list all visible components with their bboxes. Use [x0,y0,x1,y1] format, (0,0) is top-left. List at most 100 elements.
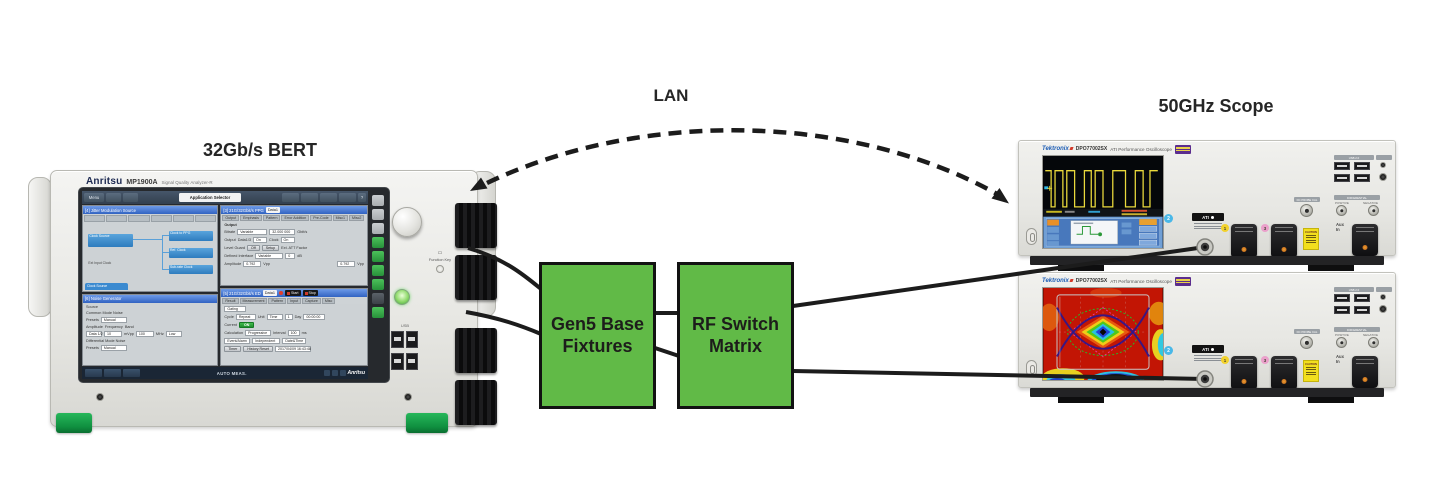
data12-checkbox[interactable]: Data 1/2 [86,330,103,337]
switch-label-line2: Matrix [708,335,762,356]
scope-power-button[interactable] [1026,360,1037,377]
usb-port[interactable] [405,331,418,348]
gating-select[interactable]: Gating [224,306,247,313]
amplitude-field-2[interactable]: 0.792 [337,261,356,267]
side-key-green[interactable] [372,237,384,248]
day-field[interactable]: 1 [284,314,293,321]
power-button[interactable] [394,289,410,305]
side-key[interactable] [372,209,384,220]
noise-band-select[interactable]: Low [165,330,182,337]
side-key-green[interactable] [372,307,384,318]
ed-tab[interactable]: Pattern [268,298,287,305]
function-key-button[interactable] [436,265,444,273]
ed-data-select[interactable]: Data1 [262,290,277,297]
unit-select[interactable]: Time [266,314,283,321]
clock-source-tab[interactable]: Clock Source [85,282,128,290]
scope-usb-port[interactable] [1354,306,1370,314]
ed-tab[interactable]: Input [287,298,302,305]
interval-select[interactable]: 100 [287,330,300,337]
datetime-select[interactable]: Date&Time [282,338,307,345]
taskbar-icon[interactable] [323,370,330,376]
cycle-select[interactable]: Repeat [235,314,256,321]
toolbar-button[interactable] [320,193,337,202]
ed-tab[interactable]: Measurement [239,298,268,305]
bert-left-handle[interactable] [28,177,52,317]
level-guard-off-button[interactable]: Off [247,245,260,251]
taskbar-icon[interactable] [339,370,346,376]
stop-button[interactable] [301,193,318,202]
ed-start-button[interactable]: Start [284,290,301,297]
ppg-tab[interactable]: Misc1 [332,215,349,221]
independent-select[interactable]: Independent [252,338,281,345]
clock-on-select[interactable]: On [280,237,295,243]
scope-usb-port[interactable] [1334,294,1350,302]
event-alarm-select[interactable]: Event/Alarm [224,338,251,345]
bitrate-value-field[interactable]: 32.000 000 [269,229,296,235]
clock-to-ppg-block[interactable]: Clock to PPG [168,230,214,241]
taskbar-button[interactable] [123,369,140,377]
scope-usb-port[interactable] [1334,306,1350,314]
taskbar-button[interactable] [85,369,102,377]
side-key-green[interactable] [372,265,384,276]
toolbar-button[interactable] [339,193,356,202]
ppg-tab[interactable]: Pattern [262,215,281,221]
usb-ports-bottom[interactable] [391,353,418,370]
clock-source-block[interactable]: Clock Source [88,233,133,247]
side-key-green[interactable] [372,251,384,262]
duration-field[interactable]: 00:00:00 [303,314,326,321]
scope-brand-plate: Tektronix DPO77002SX ATI Performance Osc… [1042,276,1191,286]
start-button[interactable] [282,193,299,202]
usb-port[interactable] [391,353,404,370]
application-selector-button[interactable]: Application Selector [179,193,241,202]
ppg-data-select[interactable]: Data1 [265,207,280,213]
usb-port[interactable] [405,353,418,370]
ed-tab[interactable]: Result [222,298,239,305]
ppg-tab[interactable]: Output [222,215,240,221]
defined-interface-select[interactable]: Variable [255,253,284,259]
taskbar-button[interactable] [104,369,121,377]
ppg-tab[interactable]: Error Addition [281,215,310,221]
timer-button[interactable]: Timer [224,346,242,353]
att-db-field[interactable]: 0 [285,253,296,259]
usb-group-label: USB 2.0 [1334,287,1374,292]
help-button[interactable]: ? [358,193,366,202]
subrate-clock-block[interactable]: Sub-rate Clock [168,264,214,275]
ppg-tab[interactable]: Misc2 [349,215,365,221]
ed-tab[interactable]: Capture [302,298,321,305]
ed-stop-button[interactable]: Stop [302,290,318,297]
scope-display-waveform[interactable] [1042,155,1164,249]
noise-amplitude-field[interactable]: 10 [104,330,122,337]
toolbar-button[interactable] [123,193,138,202]
amplitude-field[interactable]: 0.792 [243,261,262,267]
data-on-select[interactable]: On [253,237,268,243]
diff-presets-select[interactable]: Manual [100,344,127,351]
level-guard-setup-button[interactable]: Setup [261,245,280,251]
ref-clock-block[interactable]: Ref. Clock [168,247,214,258]
scope-display-eye-diagram[interactable] [1039,287,1170,395]
calculation-select[interactable]: Progressive [245,330,272,337]
usb-port[interactable] [391,331,404,348]
side-key[interactable] [372,195,384,206]
bert-touchscreen[interactable]: Menu Application Selector ? [78,187,390,383]
side-key[interactable] [372,223,384,234]
bitrate-mode-select[interactable]: Variable [237,229,268,235]
ed-tab[interactable]: Misc [321,298,336,305]
presets-select[interactable]: Manual [100,316,127,323]
scope-usb-port[interactable] [1334,162,1350,170]
ppg-tab[interactable]: Pre-Code [310,215,332,221]
rotary-knob[interactable] [392,207,422,237]
side-key-green[interactable] [372,279,384,290]
side-key[interactable] [372,293,384,304]
menu-button[interactable]: Menu [84,193,104,202]
scope-usb-port[interactable] [1354,174,1370,182]
taskbar-icon[interactable] [331,370,338,376]
scope-usb-port[interactable] [1334,174,1350,182]
scope-usb-port[interactable] [1354,294,1370,302]
ppg-tab[interactable]: Emphasis [240,215,262,221]
scope-usb-port[interactable] [1354,162,1370,170]
scope-power-button[interactable] [1026,228,1037,245]
usb-ports-top[interactable] [391,331,418,348]
noise-frequency-field[interactable]: 100 [135,330,154,337]
history-reset-button[interactable]: History Reset [243,346,273,353]
toolbar-button[interactable] [106,193,121,202]
